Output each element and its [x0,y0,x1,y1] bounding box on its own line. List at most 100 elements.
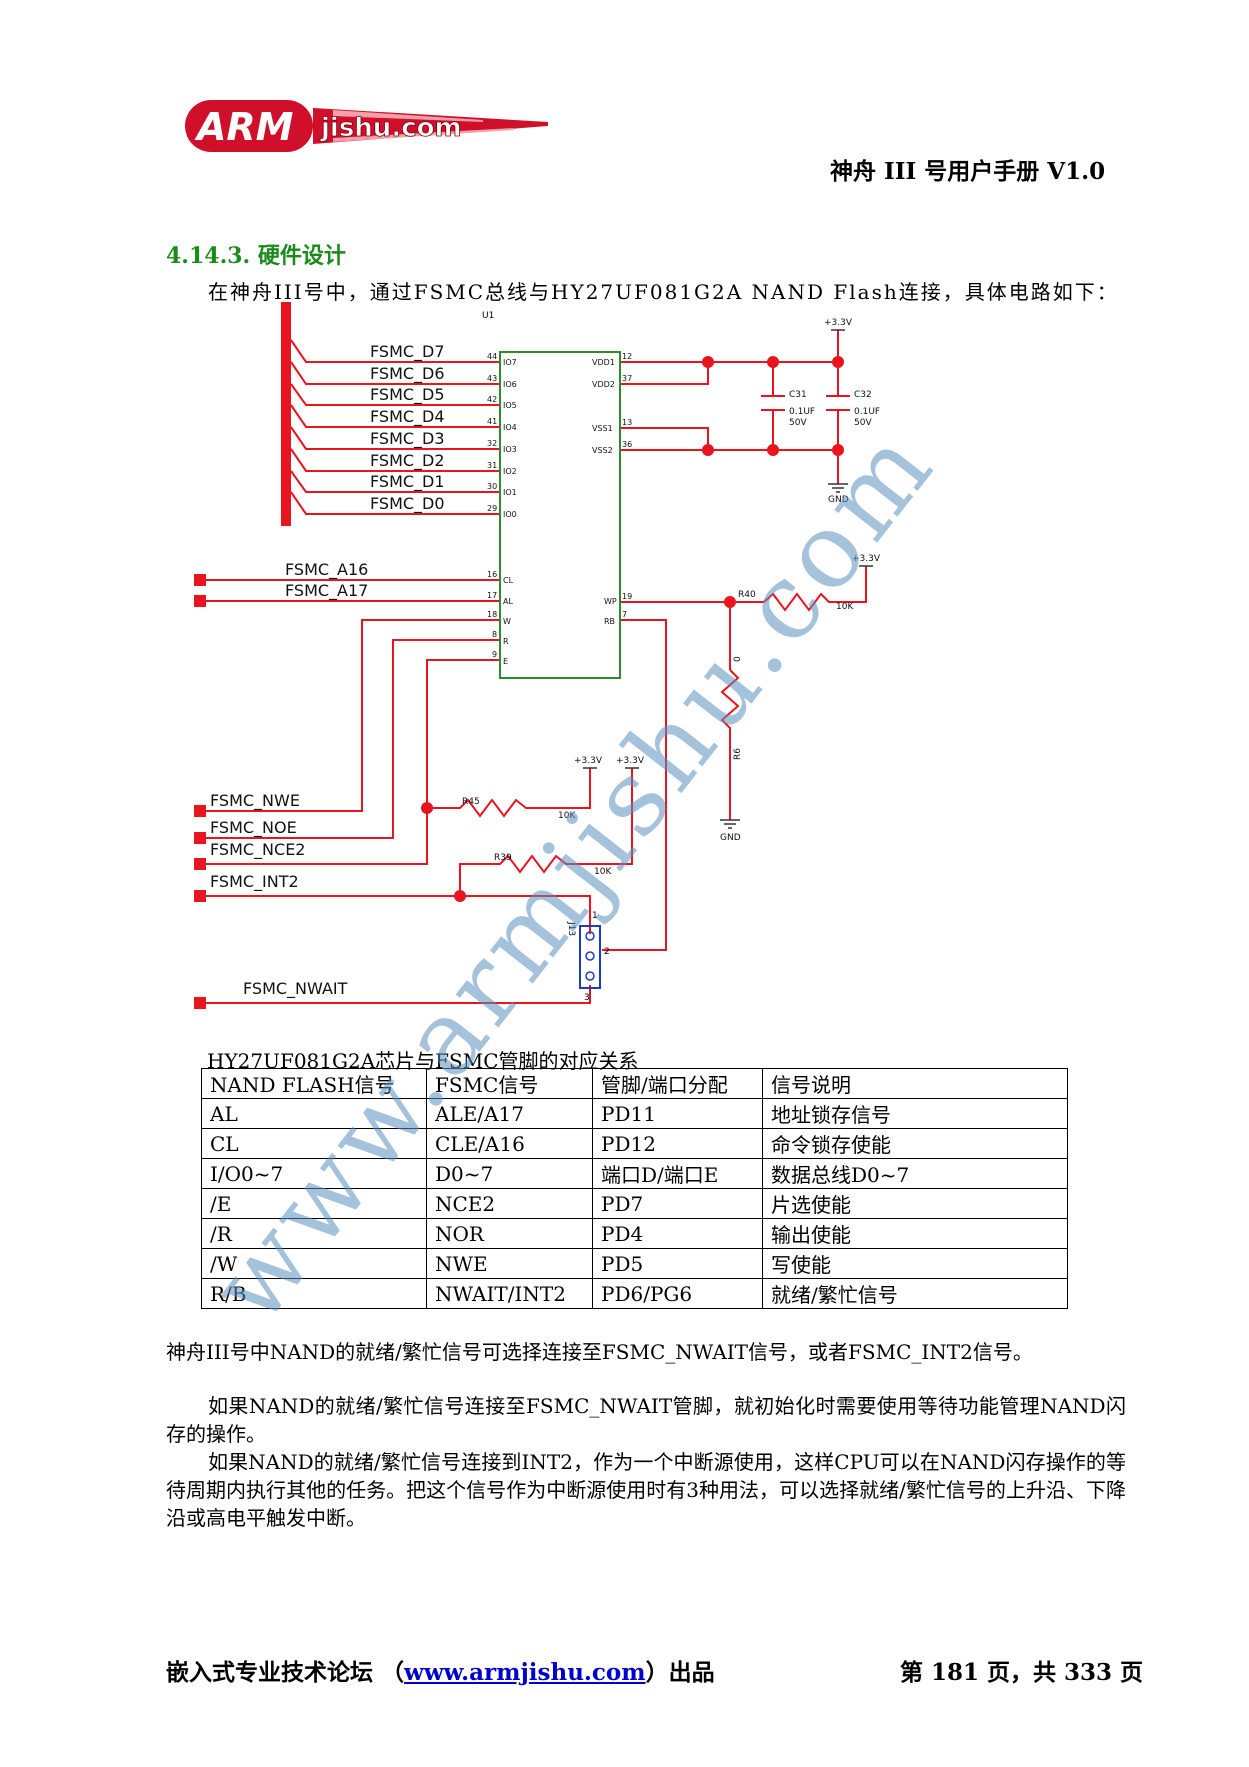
table-cell: I/O0~7 [201,1158,427,1189]
data-net-labels: FSMC_D7 FSMC_D6 FSMC_D5 FSMC_D4 FSMC_D3 … [370,342,445,514]
svg-text:R45: R45 [462,797,480,807]
table-cell: 端口D/端口E [592,1158,763,1189]
table-row: CL CLE/A16 PD12 命令锁存使能 [201,1128,1068,1159]
table-cell: ALE/A17 [426,1098,593,1129]
svg-text:FSMC_NWAIT: FSMC_NWAIT [243,979,348,999]
svg-text:10K: 10K [594,867,612,877]
table-cell: /R [201,1218,427,1249]
table-cell: 地址锁存信号 [762,1098,1068,1129]
j13-pin3: 3 [584,993,590,1003]
table-header-cell: NAND FLASH信号 [201,1068,427,1099]
svg-text:IO3: IO3 [503,445,517,454]
svg-text:44: 44 [487,352,497,361]
logo-text-arm: ARM [194,105,294,149]
armjishu-logo: ARM jishu.com [185,100,548,152]
table-cell: PD4 [592,1218,763,1249]
logo-text-jishu: jishu.com [320,113,462,143]
j13-ref: J13 [566,921,576,936]
svg-text:13: 13 [622,418,632,427]
svg-text:VDD1: VDD1 [592,358,615,367]
paragraph-2: 如果NAND的就绪/繁忙信号连接至FSMC_NWAIT管脚，就初始化时需要使用等… [166,1394,1126,1446]
power-symbols [583,329,873,769]
data-pin-names: IO7 IO6 IO5 IO4 IO3 IO2 IO1 IO0 [503,358,517,519]
svg-text:42: 42 [487,395,497,404]
table-cell: 数据总线D0~7 [762,1158,1068,1189]
svg-text:29: 29 [487,504,497,513]
footer-publisher: 嵌入式专业技术论坛 （www.armjishu.com）出品 [166,1653,715,1687]
svg-text:0.1UF: 0.1UF [854,407,880,417]
table-cell: NOR [426,1218,593,1249]
svg-text:CL: CL [503,576,514,585]
svg-text:FSMC_A16: FSMC_A16 [285,560,368,580]
svg-text:+3.3V: +3.3V [574,756,603,766]
intro-text: 在神舟III号中，通过FSMC总线与HY27UF081G2A NAND Flas… [208,280,1119,304]
svg-text:FSMC_INT2: FSMC_INT2 [210,872,299,892]
svg-text:16: 16 [487,570,497,579]
supply-labels: +3.3V +3.3V +3.3V +3.3V GND GND [574,318,881,843]
table-row: I/O0~7 D0~7 端口D/端口E 数据总线D0~7 [201,1158,1068,1189]
pin-mapping-table: NAND FLASH信号 FSMC信号 管脚/端口分配 信号说明 AL ALE/… [201,1068,1068,1309]
section-heading: 4.14.3. 硬件设计 [166,243,346,269]
footer-prefix: 嵌入式专业技术论坛 （ [166,1659,405,1686]
svg-text:50V: 50V [854,418,872,428]
paragraph-3: 如果NAND的就绪/繁忙信号连接到INT2，作为一个中断源使用，这样CPU可以在… [166,1450,1126,1530]
svg-text:12: 12 [622,352,632,361]
svg-text:50V: 50V [789,418,807,428]
table-cell: NWAIT/INT2 [426,1278,593,1309]
svg-text:8: 8 [492,630,497,639]
svg-text:0: 0 [733,656,743,662]
svg-text:FSMC_D7: FSMC_D7 [370,342,445,362]
document-title: 神舟 III 号用户手册 V1.0 [830,158,1106,185]
capacitors [761,395,850,411]
data-bus-bar [281,302,291,526]
table-cell: 输出使能 [762,1218,1068,1249]
table-cell: PD12 [592,1128,763,1159]
table-row: /E NCE2 PD7 片选使能 [201,1188,1068,1219]
table-cell: PD7 [592,1188,763,1219]
nand-schematic: U1 J13 1 2 3 FSMC_D7 FSMC_D6 FSMC_D5 FSM… [194,302,881,1009]
svg-text:AL: AL [503,597,513,606]
table-cell: 就绪/繁忙信号 [762,1278,1068,1309]
table-cell: CL [201,1128,427,1159]
svg-text:VDD2: VDD2 [592,380,615,389]
table-header-cell: 管脚/端口分配 [592,1068,763,1099]
svg-text:W: W [503,617,511,626]
svg-text:FSMC_NOE: FSMC_NOE [210,818,297,838]
svg-text:C32: C32 [854,390,872,400]
svg-text:7: 7 [622,610,627,619]
svg-text:0.1UF: 0.1UF [789,407,815,417]
table-cell: 命令锁存使能 [762,1128,1068,1159]
table-cell: R/B [201,1278,427,1309]
cap-labels: C31 0.1UF 50V C32 0.1UF 50V [789,390,880,428]
svg-text:43: 43 [487,374,497,383]
svg-text:+3.3V: +3.3V [616,756,645,766]
svg-text:IO2: IO2 [503,467,517,476]
svg-text:E: E [503,657,508,666]
svg-text:FSMC_D2: FSMC_D2 [370,451,445,471]
svg-text:18: 18 [487,610,497,619]
junctions [421,356,844,902]
wires [200,302,867,1004]
svg-text:37: 37 [622,374,632,383]
table-cell: /W [201,1248,427,1279]
power-pin-numbers: 12 37 13 36 [622,352,632,449]
table-cell: NCE2 [426,1188,593,1219]
footer-website-link[interactable]: www.armjishu.com [404,1659,646,1686]
j13-pin2: 2 [604,947,610,957]
svg-text:R6: R6 [733,748,743,760]
table-cell: PD5 [592,1248,763,1279]
svg-text:R39: R39 [494,853,512,863]
table-cell: 片选使能 [762,1188,1068,1219]
svg-text:10K: 10K [558,811,576,821]
svg-text:9: 9 [492,650,497,659]
ctrl-pin-numbers: 16 17 18 8 9 [487,570,497,659]
table-cell: PD6/PG6 [592,1278,763,1309]
svg-text:VSS2: VSS2 [592,446,613,455]
svg-text:IO5: IO5 [503,401,517,410]
table-cell: 写使能 [762,1248,1068,1279]
svg-text:FSMC_NWE: FSMC_NWE [210,791,300,811]
svg-text:30: 30 [487,482,497,491]
table-row: /R NOR PD4 输出使能 [201,1218,1068,1249]
svg-text:IO7: IO7 [503,358,517,367]
svg-text:VSS1: VSS1 [592,424,613,433]
